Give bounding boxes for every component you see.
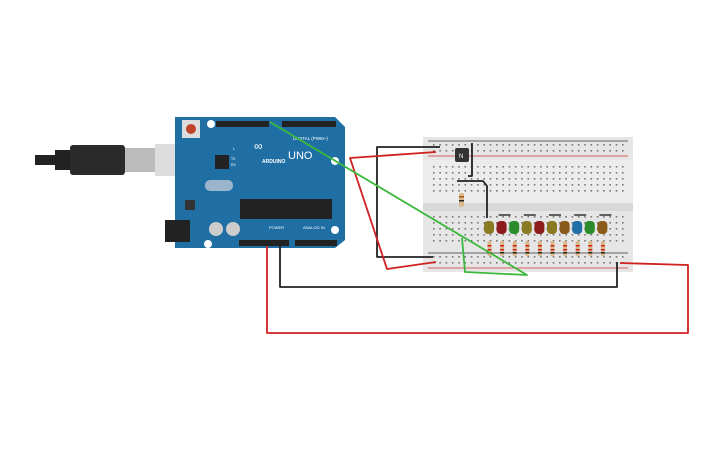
led[interactable] [534,221,545,256]
analog-label: ANALOG IN [303,225,325,230]
arduino-uno-board[interactable]: DIGITAL (PWM~) ARDUINO UNO ∞ POWER ANALO… [165,117,345,248]
atmega-chip [240,199,332,219]
rx-label: RX [231,163,237,167]
led[interactable] [547,221,557,256]
wire-black-rail-left[interactable] [376,146,440,258]
digital-label: DIGITAL (PWM~) [293,136,328,141]
analog-header[interactable] [295,240,337,246]
wire-black-transistor[interactable] [468,143,473,177]
power-jack [165,220,190,242]
wire-red-5v[interactable] [266,246,689,334]
wire-black-collector[interactable] [457,180,488,218]
led[interactable] [572,221,583,256]
base-resistor[interactable] [459,193,464,207]
led[interactable] [559,221,570,256]
led[interactable] [496,221,507,256]
led[interactable] [509,221,520,256]
led[interactable] [521,221,532,256]
infinity-logo: ∞ [254,139,263,153]
wire-black-gnd-arduino[interactable] [279,246,618,288]
digital-header-1[interactable] [216,121,269,127]
usb-cable[interactable] [35,144,183,176]
tx-label: TX [231,157,236,161]
led[interactable] [584,221,595,256]
brand-label: ARDUINO [262,159,285,165]
led-l-label: L [233,147,235,151]
svg-text:N: N [459,154,463,160]
wire-green-signal[interactable] [269,121,528,276]
transistor[interactable]: N [455,148,469,162]
power-header[interactable] [239,240,289,246]
digital-header-2[interactable] [282,121,336,127]
power-label: POWER [269,225,284,230]
led[interactable] [597,221,608,256]
wire-red-rail-left[interactable] [349,151,437,270]
reset-button[interactable] [186,124,196,134]
model-label: UNO [288,150,313,162]
